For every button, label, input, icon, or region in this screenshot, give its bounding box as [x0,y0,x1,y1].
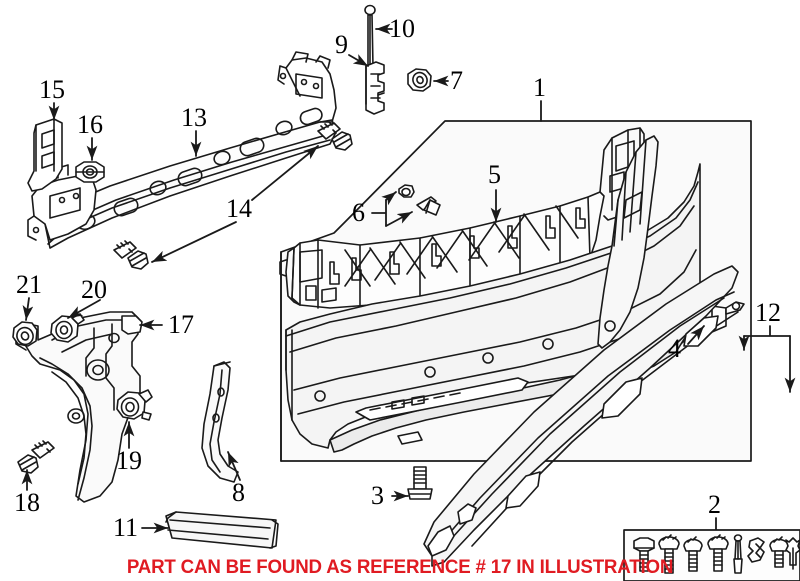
callout-label: 12 [755,298,781,327]
push-pin-clip [116,389,153,421]
rocker-panel-molding [423,265,739,567]
callout-17[interactable]: 17 [168,310,194,340]
hex-flange-bolt [633,537,655,572]
callout-18[interactable]: 18 [14,488,40,518]
callout-label: 15 [39,75,65,104]
bolt-3 [407,466,433,500]
callout-4[interactable]: 4 [668,334,681,364]
callout-label: 20 [81,275,107,304]
callout-label: 11 [113,513,139,542]
reference-warning-text: PART CAN BE FOUND AS REFERENCE # 17 IN I… [126,556,674,578]
callout-10[interactable]: 10 [389,14,415,44]
callout-label: 17 [168,310,194,339]
callout-13[interactable]: 13 [181,103,207,133]
callout-label: 6 [352,198,365,227]
grommet-bushing [12,321,38,347]
grommet [407,68,432,92]
callout-label: 16 [77,110,103,139]
callout-label: 3 [371,481,384,510]
side-support-rail [201,361,239,483]
round-head-screw [707,534,729,572]
callout-label: 7 [450,66,463,95]
end-bracket [27,118,63,192]
callout-label: 4 [668,334,681,363]
callout-label: 1 [533,73,546,102]
callout-3[interactable]: 3 [371,481,384,511]
callout-label: 21 [16,270,42,299]
callout-9[interactable]: 9 [335,30,348,60]
callout-12[interactable]: 12 [755,298,781,328]
callout-label: 9 [335,30,348,59]
rear-bumper-cover [285,135,701,453]
callout-label: 13 [181,103,207,132]
callout-21[interactable]: 21 [16,270,42,300]
callout-7[interactable]: 7 [450,66,463,96]
callout-15[interactable]: 15 [39,75,65,105]
expansion-clip [785,537,800,570]
callout-label: 5 [488,160,501,189]
callout-8[interactable]: 8 [232,478,245,508]
callout-19[interactable]: 19 [116,446,142,476]
round-head-bolt [769,536,789,568]
bumper-energy-absorber [279,127,645,309]
flange-nut [75,161,105,183]
retainer-clip [50,313,85,343]
nut-and-clip-set [398,184,441,216]
retainer-bracket [365,61,385,115]
callout-20[interactable]: 20 [81,275,107,305]
lower-trim-molding [165,511,279,549]
long-rivet-pin [733,534,743,574]
callout-2[interactable]: 2 [708,490,721,520]
callout-16[interactable]: 16 [77,110,103,140]
callout-1[interactable]: 1 [533,73,546,103]
callout-label: 14 [226,194,252,223]
reinforcement-bolt-upper [317,121,353,151]
callout-5[interactable]: 5 [488,160,501,190]
pan-head-screw [658,534,680,574]
callout-label: 18 [14,488,40,517]
pan-head-screw-short [683,536,703,572]
callout-11[interactable]: 11 [113,513,138,543]
mounting-bolt [17,440,55,474]
callout-label: 10 [389,14,415,43]
callout-label: 2 [708,490,721,519]
callout-label: 8 [232,478,245,507]
callout-label: 19 [116,446,142,475]
callout-14[interactable]: 14 [226,194,252,224]
callout-6[interactable]: 6 [352,198,365,228]
hardware-kit-box [623,529,800,581]
spring-clip [747,537,765,563]
guide-pin [364,4,376,68]
bumper-reinforcement-beam [27,51,337,249]
reinforcement-bolt-lower [113,240,149,270]
